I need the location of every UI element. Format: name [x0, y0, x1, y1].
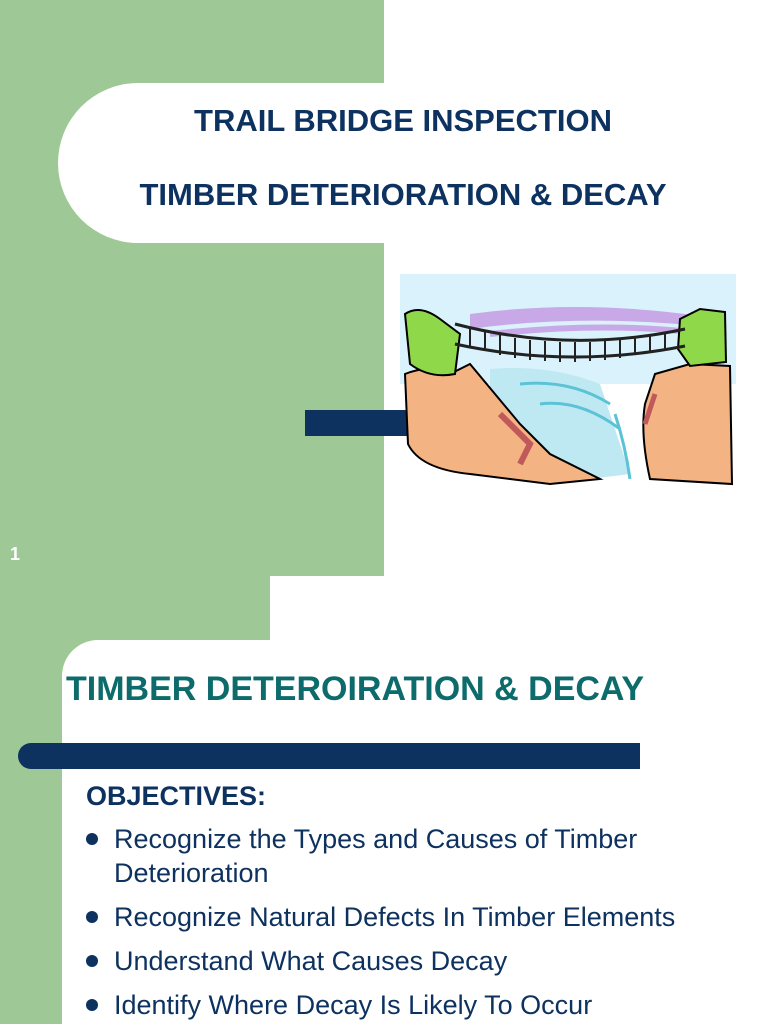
objective-text: Recognize the Types and Causes of Timber… [114, 824, 638, 888]
slide1-title-box [58, 83, 768, 243]
bullet-icon [86, 833, 98, 845]
slide1-title-line1: TRAIL BRIDGE INSPECTION [194, 103, 612, 138]
suspension-bridge-icon [400, 274, 736, 486]
list-item: Recognize Natural Defects In Timber Elem… [84, 900, 764, 934]
list-item: Recognize the Types and Causes of Timber… [84, 822, 764, 890]
objective-text: Identify Where Decay Is Likely To Occur [114, 990, 593, 1020]
bullet-icon [86, 999, 98, 1011]
slide2-content-box [62, 640, 768, 1024]
objectives-list: Recognize the Types and Causes of Timber… [84, 822, 764, 1032]
bullet-icon [86, 955, 98, 967]
slide2-title: TIMBER DETEROIRATION & DECAY [66, 670, 645, 708]
list-item: Identify Where Decay Is Likely To Occur [84, 988, 764, 1022]
objective-text: Understand What Causes Decay [114, 946, 508, 976]
slide1-title-line2: TIMBER DETERIORATION & DECAY [139, 177, 667, 212]
slide1-accent-bar [305, 410, 415, 436]
slide2-accent-bar [18, 743, 640, 769]
bullet-icon [86, 911, 98, 923]
slide-number: 1 [10, 544, 21, 564]
objective-text: Recognize Natural Defects In Timber Elem… [114, 902, 676, 932]
list-item: Understand What Causes Decay [84, 944, 764, 978]
objectives-heading: OBJECTIVES: [86, 781, 267, 811]
